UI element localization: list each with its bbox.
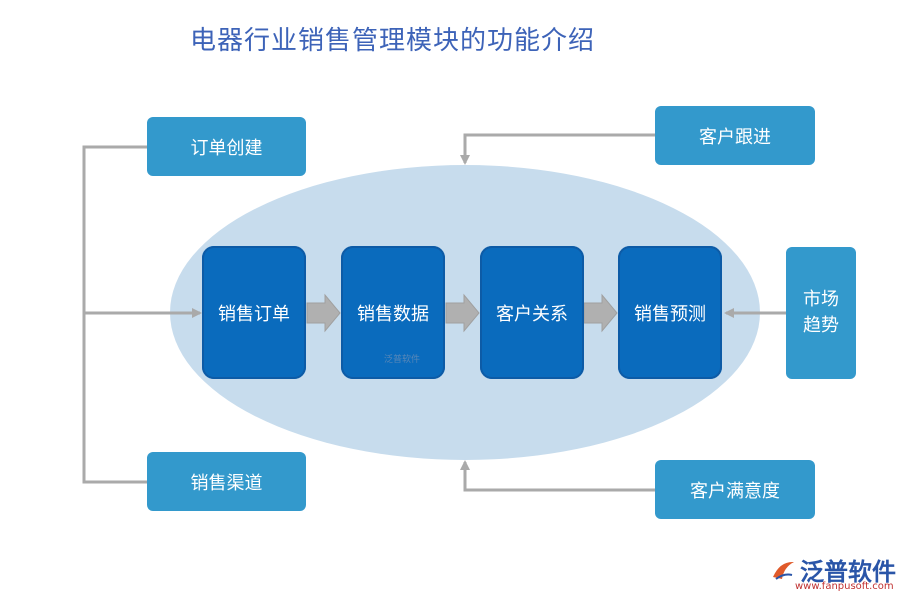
- sales-data-box: 销售数据: [341, 246, 445, 379]
- follow-up-arrow: [460, 133, 655, 165]
- brand-logo-icon: [773, 561, 794, 580]
- satisfaction-arrow: [460, 460, 655, 492]
- brand-logo: 泛普软件: [770, 552, 896, 587]
- watermark: 泛普软件: [384, 355, 421, 365]
- flow-arrow-icon: [583, 293, 618, 333]
- sales-forecast-box: 销售预测: [618, 246, 722, 379]
- market-trend-line-2: 趋势: [803, 315, 839, 336]
- flow-arrow-icon: [445, 293, 480, 333]
- brand-url: www.fanpusoft.com: [795, 581, 894, 592]
- page-title: 电器行业销售管理模块的功能介绍: [190, 26, 596, 56]
- flow-arrow-icon: [306, 293, 341, 333]
- sales-order-box: 销售订单: [202, 246, 306, 379]
- customer-follow-up-box: 客户跟进: [655, 106, 815, 165]
- order-creation-box: 订单创建: [147, 117, 306, 176]
- sales-channel-box: 销售渠道: [147, 452, 306, 511]
- customer-satisfaction-box: 客户满意度: [655, 460, 815, 519]
- market-trend-box: 市场 趋势: [786, 247, 856, 379]
- market-trend-line-1: 市场: [803, 288, 839, 310]
- customer-relation-box: 客户关系: [480, 246, 584, 379]
- brand-name: 泛普软件: [800, 558, 896, 586]
